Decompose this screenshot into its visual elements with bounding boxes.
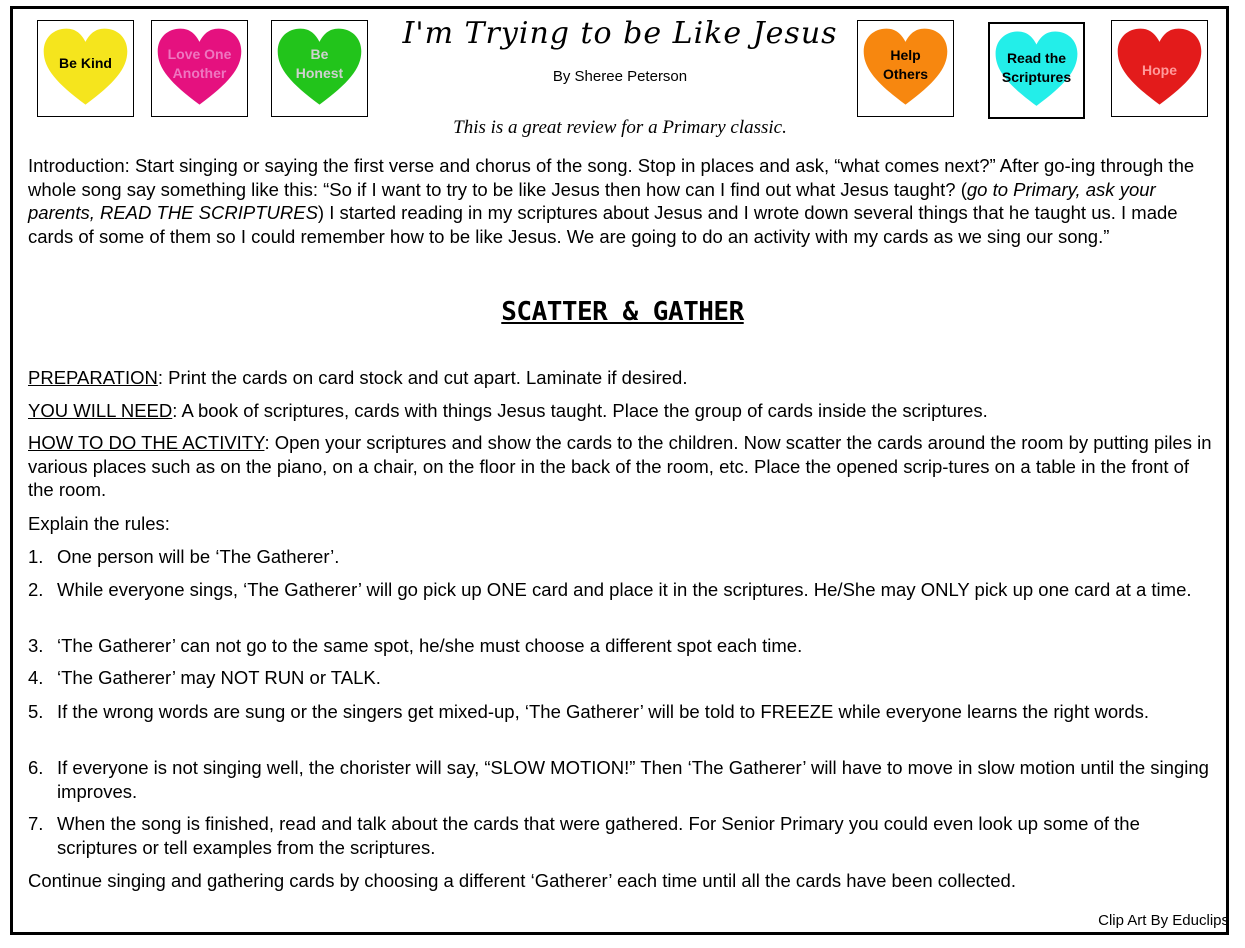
rule-item: 6. If everyone is not singing well, the …	[28, 756, 1218, 803]
heart-card-help-others: Help Others	[857, 20, 954, 117]
intro-italic-text: go to Primary, ask your parents, READ TH…	[28, 178, 1156, 224]
heart-label: Be Honest	[295, 46, 344, 81]
heart-card-love-one-another: Love One Another	[151, 20, 248, 117]
heart-label: Love One Another	[167, 46, 232, 81]
heart-label: Help Others	[882, 47, 929, 82]
heart-icon	[863, 28, 948, 105]
rule-item: 4. ‘The Gatherer’ may NOT RUN or TALK.	[28, 666, 1218, 690]
heart-icon	[157, 28, 242, 105]
rule-item: 5. If the wrong words are sung or the si…	[28, 700, 1218, 724]
heart-label: Read the Scriptures	[1001, 50, 1072, 85]
page-subtitle: This is a great review for a Primary cla…	[453, 117, 787, 138]
you-will-need-paragraph: YOU WILL NEED: A book of scriptures, car…	[28, 399, 1218, 423]
author-line: By Sheree Peterson	[552, 68, 688, 85]
rule-text: ‘The Gatherer’ can not go to the same sp…	[57, 635, 803, 656]
rule-text: If the wrong words are sung or the singe…	[57, 701, 1150, 722]
rule-item: 2. While everyone sings, ‘The Gatherer’ …	[28, 578, 1218, 602]
heart-card-read-the-scriptures: Read the Scriptures	[988, 22, 1085, 119]
page-title: I'm Trying to be Like Jesus	[402, 16, 838, 51]
heart-label: Hope	[1142, 62, 1177, 78]
rule-text: If everyone is not singing well, the cho…	[57, 757, 1209, 802]
rule-item: 7. When the song is finished, read and t…	[28, 812, 1218, 859]
heart-card-be-kind: Be Kind	[37, 20, 134, 117]
rule-item: 1. One person will be ‘The Gatherer’.	[28, 545, 1218, 569]
preparation-text: : Print the cards on card stock and cut …	[157, 367, 688, 388]
heart-card-be-honest: Be Honest	[271, 20, 368, 117]
rule-item: 3. ‘The Gatherer’ can not go to the same…	[28, 634, 1218, 658]
rule-text: When the song is finished, read and talk…	[57, 813, 1140, 858]
rule-number: 5.	[28, 701, 44, 722]
rule-text: While everyone sings, ‘The Gatherer’ wil…	[57, 579, 1192, 600]
heart-icon	[277, 28, 362, 105]
heart-icon	[995, 31, 1078, 106]
rule-number: 2.	[28, 579, 44, 600]
rule-number: 4.	[28, 667, 44, 688]
rule-number: 1.	[28, 546, 44, 567]
intro-text: Introduction: Start singing or saying th…	[28, 155, 1195, 200]
rule-text: ‘The Gatherer’ may NOT RUN or TALK.	[57, 667, 381, 688]
you-will-need-text: : A book of scriptures, cards with thing…	[172, 400, 988, 421]
rules-intro: Explain the rules:	[28, 513, 170, 534]
rule-text: One person will be ‘The Gatherer’.	[57, 546, 340, 567]
page-frame	[10, 6, 1229, 935]
rule-number: 7.	[28, 813, 44, 834]
rule-number: 6.	[28, 757, 44, 778]
activity-heading: SCATTER & GATHER	[501, 297, 744, 327]
preparation-label: PREPARATION	[28, 367, 158, 388]
intro-text-continued: ) I started reading in my scriptures abo…	[28, 202, 1178, 247]
heart-icon	[43, 28, 128, 105]
rule-number: 3.	[28, 635, 44, 656]
you-will-need-label: YOU WILL NEED	[28, 400, 173, 421]
how-to-text: : Open your scriptures and show the card…	[28, 432, 1212, 500]
preparation-paragraph: PREPARATION: Print the cards on card sto…	[28, 366, 1218, 390]
clip-art-credit: Clip Art By Educlips	[1098, 912, 1229, 929]
heart-card-hope: Hope	[1111, 20, 1208, 117]
heart-icon	[1117, 28, 1202, 105]
how-to-paragraph: HOW TO DO THE ACTIVITY: Open your script…	[28, 431, 1218, 502]
how-to-label: HOW TO DO THE ACTIVITY	[28, 432, 265, 453]
closing-paragraph: Continue singing and gathering cards by …	[28, 870, 1016, 891]
heart-label: Be Kind	[59, 55, 112, 71]
intro-paragraph: Introduction: Start singing or saying th…	[28, 154, 1218, 248]
